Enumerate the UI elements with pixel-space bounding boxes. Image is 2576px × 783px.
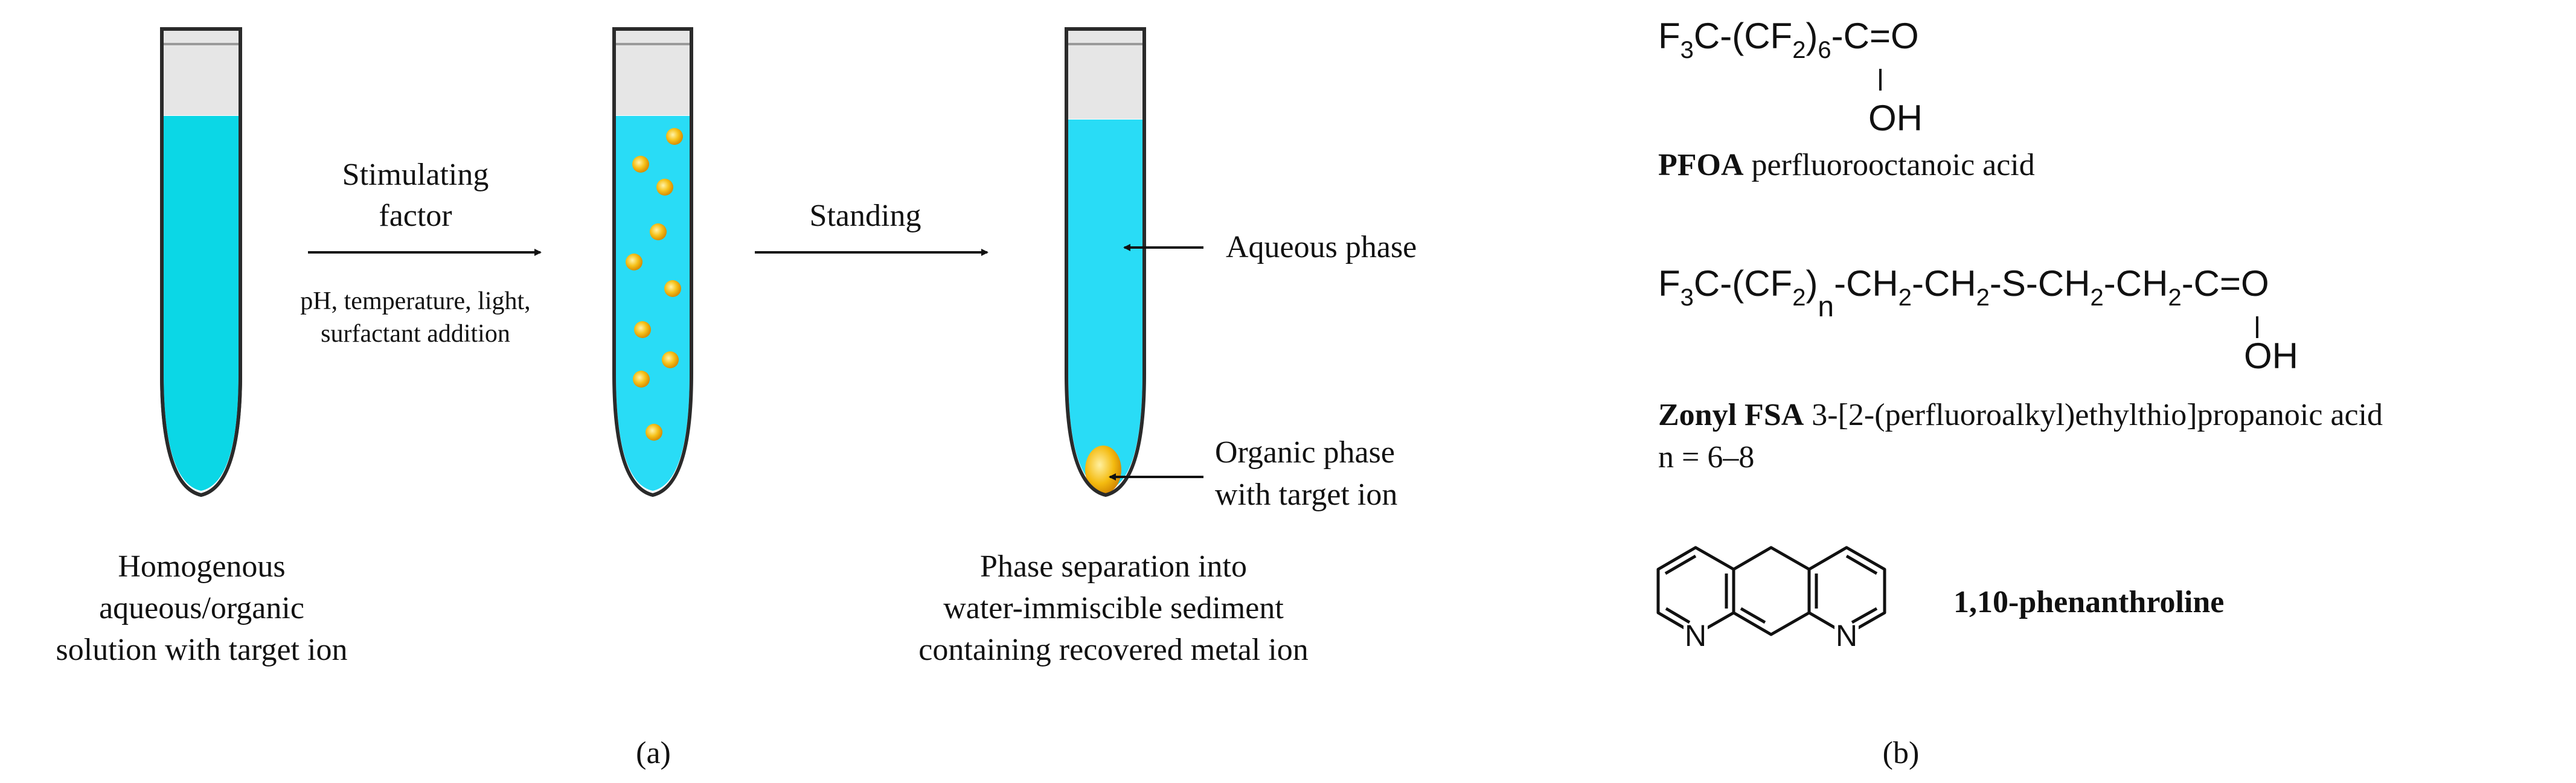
droplet bbox=[626, 254, 642, 270]
pfoa-sub6: 6 bbox=[1818, 37, 1831, 63]
pfoa-chain-a: C-(CF bbox=[1694, 16, 1792, 56]
droplet bbox=[664, 280, 681, 297]
tube-with-droplets bbox=[612, 27, 693, 497]
zonyl-p6: -S-CH bbox=[1990, 263, 2091, 304]
zonyl-s7: 2 bbox=[2168, 284, 2181, 311]
droplet bbox=[666, 128, 683, 145]
zonyl-oh: OH bbox=[2244, 336, 2298, 376]
pfoa-chain-b: ) bbox=[1805, 16, 1818, 56]
droplet bbox=[632, 156, 649, 173]
aqueous-phase-label: Aqueous phase bbox=[1226, 230, 1417, 264]
droplet bbox=[634, 321, 651, 338]
zonyl-p1: F bbox=[1658, 263, 1680, 304]
organic-phase-label-1: Organic phase bbox=[1215, 435, 1395, 470]
standing-label: Standing bbox=[810, 199, 921, 233]
pfoa-name: PFOA perfluorooctanoic acid bbox=[1658, 148, 2035, 182]
pfoa-name-rest: perfluorooctanoic acid bbox=[1744, 148, 2035, 182]
droplet bbox=[650, 223, 667, 240]
droplet bbox=[656, 179, 673, 196]
phenanthroline-structure bbox=[1656, 546, 1886, 636]
pfoa-sub3: 3 bbox=[1680, 37, 1694, 63]
phen-n-left: N bbox=[1685, 619, 1706, 653]
caption-2-line-3: containing recovered metal ion bbox=[918, 633, 1308, 667]
zonyl-p3: ) bbox=[1805, 263, 1818, 304]
caption-2-line-1: Phase separation into bbox=[980, 549, 1247, 584]
zonyl-formula: F3C-(CF2)n-CH2-CH2-S-CH2-CH2-C=O OH bbox=[1658, 263, 2298, 376]
phen-aux bbox=[1738, 545, 1771, 564]
zonyl-name-bold: Zonyl FSA bbox=[1658, 398, 1804, 432]
zonyl-s1: 3 bbox=[1680, 284, 1694, 311]
zonyl-p8: -C=O bbox=[2182, 263, 2269, 304]
zonyl-name-rest: 3-[2-(perfluoroalkyl)ethylthio]propanoic… bbox=[1804, 398, 2383, 432]
zonyl-s5: 2 bbox=[1976, 284, 1990, 311]
stimulus-examples-1: pH, temperature, light, bbox=[300, 287, 530, 315]
organic-phase-label-2: with target ion bbox=[1215, 478, 1397, 512]
caption-1-line-1: Homogenous bbox=[118, 549, 285, 584]
caption-1-line-3: solution with target ion bbox=[56, 633, 348, 667]
zonyl-name: Zonyl FSA 3-[2-(perfluoroalkyl)ethylthio… bbox=[1658, 398, 2383, 432]
pfoa-f: F bbox=[1658, 16, 1680, 56]
tube-homogenous bbox=[160, 27, 242, 497]
zonyl-sn: n bbox=[1818, 291, 1834, 323]
panel-b-label: (b) bbox=[1883, 736, 1920, 770]
phen-n-left-mask bbox=[1684, 624, 1708, 648]
svg-text:F3C-(CF2)6-C=O: F3C-(CF2)6-C=O bbox=[1658, 16, 1919, 63]
droplet bbox=[646, 424, 662, 441]
zonyl-p2: C-(CF bbox=[1694, 263, 1792, 304]
pfoa-formula: F3C-(CF2)6-C=O OH bbox=[1658, 16, 1923, 138]
zonyl-s6: 2 bbox=[2091, 284, 2104, 311]
zonyl-s4: 2 bbox=[1898, 284, 1912, 311]
svg-text:F3C-(CF2)n-CH2-CH2-S-CH2-CH2-C: F3C-(CF2)n-CH2-CH2-S-CH2-CH2-C=O bbox=[1658, 263, 2269, 323]
phen-name: 1,10-phenanthroline bbox=[1953, 585, 2224, 619]
pfoa-tail: -C=O bbox=[1831, 16, 1919, 56]
pfoa-sub2: 2 bbox=[1792, 37, 1805, 63]
tube-phase-separated bbox=[1065, 27, 1146, 497]
factor-label: factor bbox=[379, 199, 452, 233]
zonyl-p5: -CH bbox=[1912, 263, 1976, 304]
zonyl-p7: -CH bbox=[2104, 263, 2168, 304]
caption-2-line-2: water-immiscible sediment bbox=[943, 591, 1284, 625]
organic-sediment bbox=[1085, 446, 1121, 494]
droplet bbox=[633, 371, 650, 388]
droplet bbox=[662, 351, 679, 368]
pfoa-oh: OH bbox=[1868, 98, 1923, 138]
caption-1-line-2: aqueous/organic bbox=[99, 591, 304, 625]
stimulus-examples-2: surfactant addition bbox=[321, 320, 510, 348]
panel-a-label: (a) bbox=[636, 736, 671, 770]
stimulating-label: Stimulating bbox=[342, 158, 489, 192]
zonyl-n-range: n = 6–8 bbox=[1658, 440, 1754, 475]
pfoa-name-bold: PFOA bbox=[1658, 148, 1744, 182]
phen-n-right: N bbox=[1836, 619, 1857, 653]
phen-n-right-mask bbox=[1834, 624, 1859, 648]
zonyl-s2: 2 bbox=[1792, 284, 1805, 311]
zonyl-p4: -CH bbox=[1834, 263, 1898, 304]
